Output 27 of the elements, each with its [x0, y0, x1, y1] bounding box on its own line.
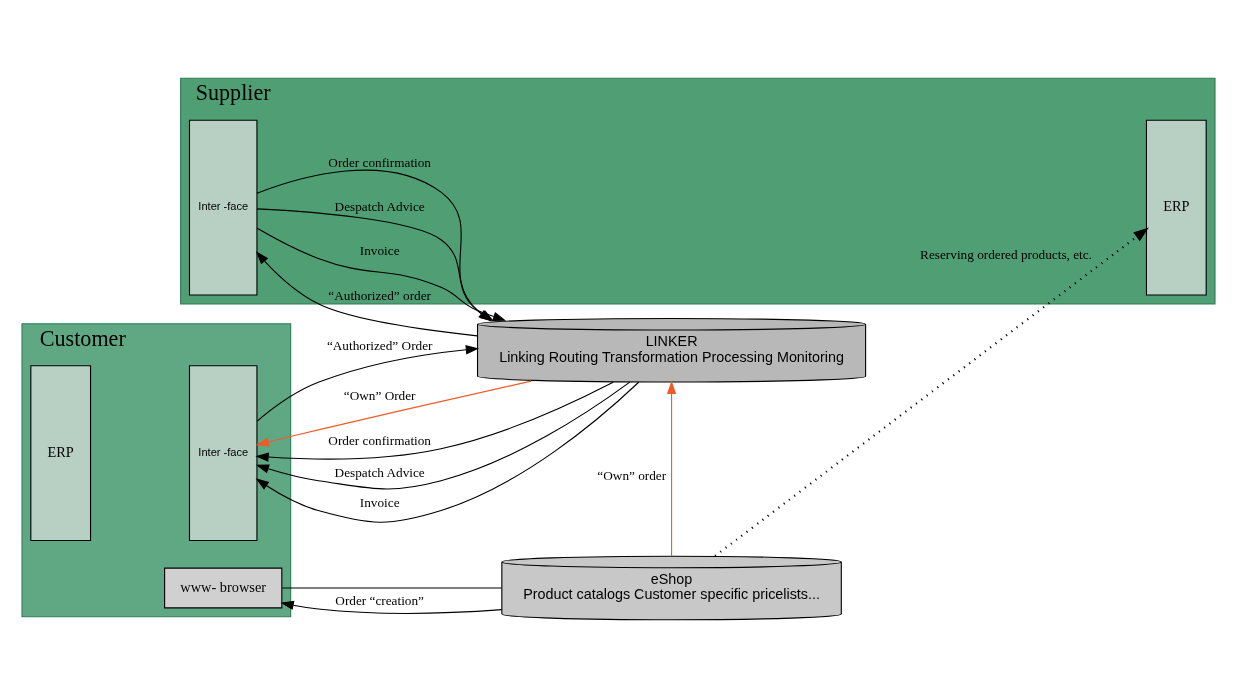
node-box: ERP — [1145, 119, 1207, 296]
arrow — [255, 380, 532, 447]
edge-label: Despatch Advice — [334, 464, 425, 480]
arrow — [255, 251, 478, 337]
edge-label: Reserving ordered products, etc. — [920, 247, 1092, 263]
node-box: Inter -face — [188, 365, 258, 541]
edge-label: Invoice — [359, 494, 400, 510]
arrow — [256, 345, 480, 422]
node-box: ERP — [30, 365, 92, 541]
edge-label: Invoice — [359, 242, 400, 258]
edge-label: Order confirmation — [328, 155, 431, 171]
arrow — [666, 380, 677, 557]
edge-label: “Own” Order — [343, 387, 416, 403]
edge-label: “Own” order — [597, 467, 667, 483]
arrow — [255, 381, 614, 462]
edge-label: Order “creation” — [335, 593, 424, 609]
edge-label: “Authorized” Order — [326, 337, 433, 353]
arrow — [714, 227, 1149, 557]
arrow — [280, 600, 503, 614]
edge-label: “Authorized” order — [328, 288, 431, 304]
connector — [281, 587, 503, 589]
edge-label: Despatch Advice — [334, 198, 425, 214]
node-box: www- browser — [164, 567, 283, 609]
node-box: Inter -face — [188, 119, 258, 296]
arrow — [255, 381, 640, 523]
arrow — [255, 381, 631, 490]
edge-label: Order confirmation — [328, 432, 431, 448]
